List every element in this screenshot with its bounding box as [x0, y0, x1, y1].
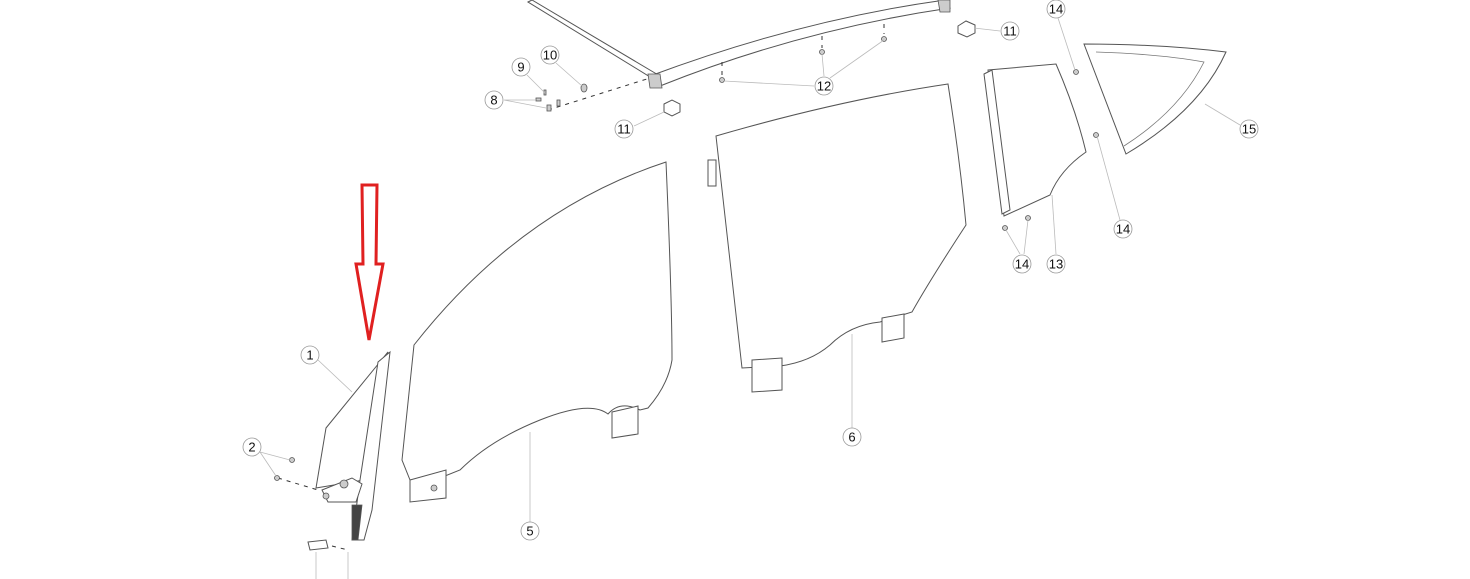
svg-text:15: 15: [1242, 122, 1256, 137]
clip-11-lower: [663, 99, 681, 117]
svg-text:13: 13: [1049, 257, 1063, 272]
callout-15[interactable]: 15: [1239, 119, 1259, 139]
svg-text:8: 8: [490, 93, 497, 108]
callout-14-top[interactable]: 14: [1046, 0, 1066, 19]
callout-1[interactable]: 1: [300, 345, 320, 365]
svg-text:14: 14: [1049, 2, 1063, 17]
callout-13[interactable]: 13: [1046, 254, 1066, 274]
rear-quarter-glass-part-13: [983, 63, 1087, 231]
leader-lines: [259, 17, 1241, 522]
callout-14-bottom[interactable]: 14: [1012, 254, 1032, 274]
svg-text:14: 14: [1015, 257, 1029, 272]
front-door-glass-part-5: [401, 161, 673, 503]
callout-2[interactable]: 2: [242, 437, 262, 457]
svg-text:2: 2: [248, 440, 255, 455]
callout-11-lower[interactable]: 11: [614, 119, 634, 139]
callout-6[interactable]: 6: [842, 427, 862, 447]
svg-text:11: 11: [1003, 24, 1017, 39]
svg-text:9: 9: [517, 60, 524, 75]
callout-5[interactable]: 5: [520, 521, 540, 541]
callout-12[interactable]: 12: [814, 76, 834, 96]
highlight-arrow: [354, 183, 385, 341]
svg-text:12: 12: [817, 79, 831, 94]
callout-9[interactable]: 9: [511, 57, 531, 77]
svg-text:11: 11: [617, 122, 631, 137]
screws-12: [719, 24, 887, 83]
svg-text:5: 5: [526, 524, 533, 539]
roof-rail-strip: [526, 0, 951, 89]
front-quarter-glass-part-1: [274, 350, 391, 579]
callout-14-right[interactable]: 14: [1113, 219, 1133, 239]
svg-text:14: 14: [1116, 222, 1130, 237]
rear-door-glass-part-6: [707, 83, 967, 393]
fasteners-8-9-10: [535, 77, 651, 112]
callout-11-upper[interactable]: 11: [1000, 21, 1020, 41]
callout-10[interactable]: 10: [540, 45, 560, 65]
svg-text:10: 10: [543, 48, 557, 63]
svg-text:1: 1: [306, 348, 313, 363]
callout-8[interactable]: 8: [484, 90, 504, 110]
clip-11-upper: [957, 20, 976, 38]
svg-text:6: 6: [848, 430, 855, 445]
rear-window-part-15: [1083, 43, 1227, 155]
